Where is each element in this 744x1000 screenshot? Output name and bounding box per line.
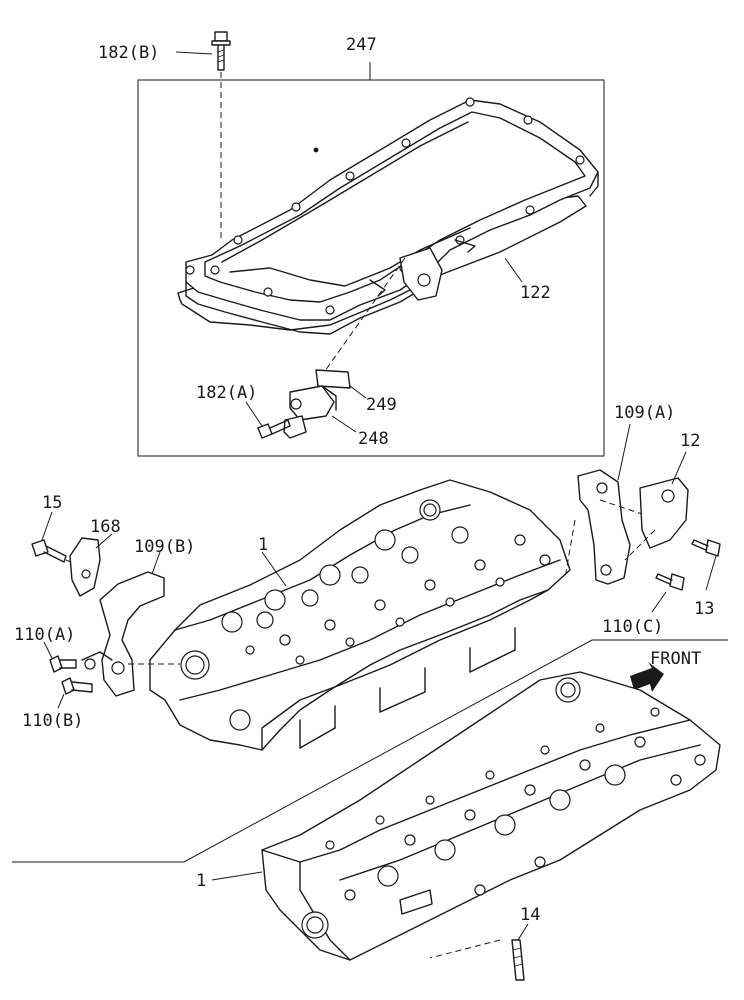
bolt-182b [211, 31, 231, 240]
callout-1-upper: 1 [258, 535, 268, 555]
front-arrow-icon [630, 662, 664, 692]
stud-14 [429, 939, 525, 981]
bracket-109b [81, 571, 180, 697]
callout-109b: 109(B) [134, 537, 195, 557]
rocker-cover-frame [185, 97, 599, 335]
callout-248: 248 [358, 429, 389, 449]
callout-182b: 182(B) [98, 43, 159, 63]
section-divider [12, 639, 728, 863]
bolt-110c [655, 573, 685, 591]
bolt-13 [691, 539, 721, 557]
cylinder-head-upper [149, 479, 571, 751]
callout-1-lower: 1 [196, 871, 206, 891]
bracket-12 [624, 477, 689, 561]
callout-109a: 109(A) [614, 403, 675, 423]
bracket-109a [564, 469, 661, 585]
callout-122: 122 [520, 283, 551, 303]
bolt-110a [49, 655, 77, 673]
kit-box-247 [137, 79, 605, 457]
sensor-248 [283, 257, 406, 439]
front-label: FRONT [650, 649, 701, 669]
callout-14: 14 [520, 905, 540, 925]
callout-13: 13 [694, 599, 714, 619]
callout-15: 15 [42, 493, 62, 513]
callout-247: 247 [346, 35, 377, 55]
bolt-182a [257, 419, 291, 439]
callout-168: 168 [90, 517, 121, 537]
bolt-110b [61, 677, 93, 695]
callout-12: 12 [680, 431, 700, 451]
callout-249: 249 [366, 395, 397, 415]
bracket-168 [69, 537, 101, 597]
callout-110c: 110(C) [602, 617, 663, 637]
callout-110b: 110(B) [22, 711, 83, 731]
cylinder-head-lower [261, 671, 721, 961]
callout-182a: 182(A) [196, 383, 257, 403]
callout-110a: 110(A) [14, 625, 75, 645]
